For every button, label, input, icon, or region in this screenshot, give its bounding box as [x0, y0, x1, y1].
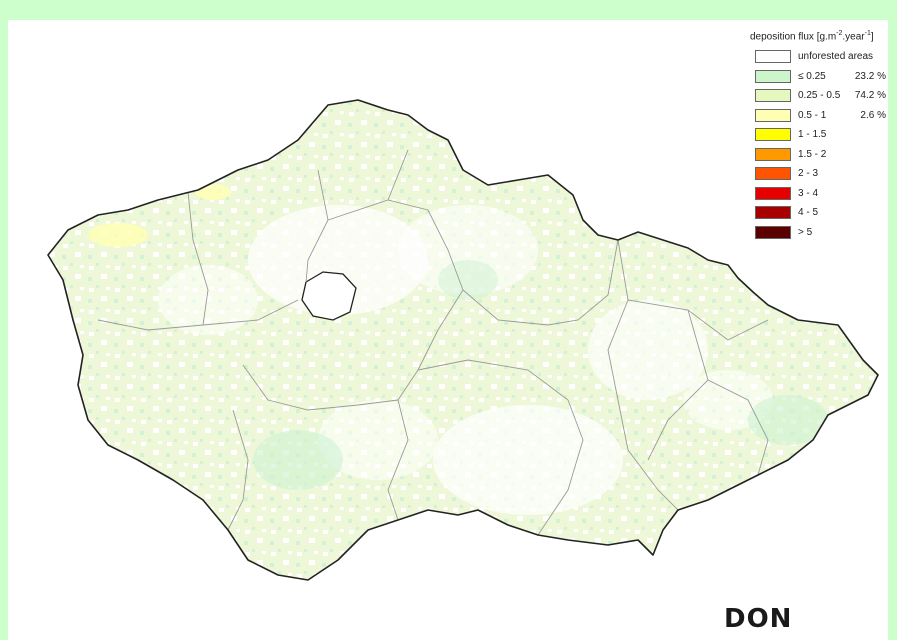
- legend-item-1-1-5: 1 - 1.5: [750, 128, 890, 148]
- legend-swatch: [755, 147, 791, 161]
- legend-swatch: [755, 186, 791, 200]
- legend-item-1-5-2: 1.5 - 2: [750, 147, 890, 168]
- corner-label: DON: [724, 604, 793, 634]
- country-border: [47, 99, 879, 581]
- legend-item-unforested: unforested areas: [750, 50, 890, 70]
- legend-swatch: [755, 225, 791, 239]
- legend-item-2-3: 2 - 3: [750, 167, 890, 187]
- legend-range: 1 - 1.5: [798, 129, 827, 141]
- legend: deposition flux [g.m-2.year-1] unforeste…: [750, 30, 890, 245]
- legend-range: 0.5 - 1: [798, 109, 827, 121]
- legend-range: > 5: [798, 226, 813, 238]
- legend-range: ≤ 0.25: [798, 70, 826, 82]
- legend-item-gt-5: > 5: [750, 225, 890, 246]
- legend-item-0-5-1: 0.5 - 1 2.6 %: [750, 108, 890, 129]
- legend-range: 1.5 - 2: [798, 148, 827, 160]
- legend-percent: 74.2 %: [854, 90, 886, 102]
- legend-swatch: [755, 128, 791, 142]
- legend-swatch: [755, 108, 791, 122]
- legend-swatch: [755, 89, 791, 103]
- region-boundaries: [97, 149, 769, 536]
- map-frame: deposition flux [g.m-2.year-1] unforeste…: [8, 20, 888, 640]
- legend-item-3-4: 3 - 4: [750, 186, 890, 207]
- legend-percent: 2.6 %: [860, 109, 886, 121]
- legend-item-le-0-25: ≤ 0.25 23.2 %: [750, 69, 890, 90]
- legend-range: 4 - 5: [798, 207, 819, 219]
- legend-range: 3 - 4: [798, 187, 819, 199]
- map-canvas: [47, 99, 879, 581]
- legend-swatch: [755, 167, 791, 181]
- prague-region: [301, 271, 357, 321]
- legend-range: 0.25 - 0.5: [798, 90, 841, 102]
- legend-percent: 23.2 %: [854, 70, 886, 82]
- legend-swatch: [755, 206, 791, 220]
- legend-range: 2 - 3: [798, 168, 819, 180]
- legend-item-0-25-0-5: 0.25 - 0.5 74.2 %: [750, 89, 890, 109]
- legend-title: deposition flux [g.m-2.year-1]: [750, 30, 874, 43]
- legend-swatch: [755, 69, 791, 83]
- legend-item-4-5: 4 - 5: [750, 206, 890, 226]
- legend-range: unforested areas: [798, 51, 874, 63]
- legend-swatch: [755, 50, 791, 64]
